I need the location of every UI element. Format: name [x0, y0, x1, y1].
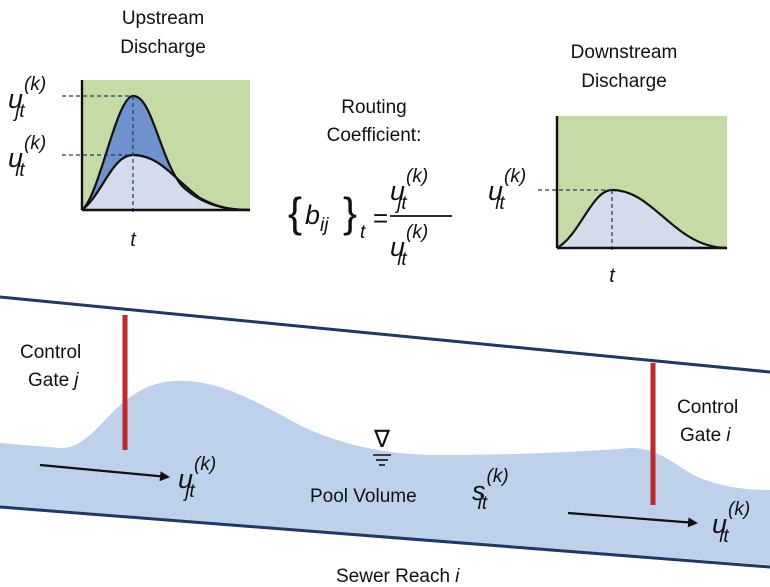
upstream-it-curve — [81, 153, 251, 212]
downstream-hydrograph: Downstream Discharge t u(k)it — [488, 42, 728, 287]
downstream-title-line2: Discharge — [581, 71, 667, 92]
routing-lhs-close-brace: } — [343, 189, 357, 236]
routing-lhs-outer-sub: t — [360, 222, 366, 243]
downstream-hydrograph-fill — [557, 190, 727, 248]
pool-volume-label: Pool Volume — [310, 486, 417, 507]
routing-numerator: u(k)jt — [390, 166, 428, 214]
upstream-t-label: t — [130, 229, 137, 251]
routing-lhs: bij — [305, 200, 329, 236]
routing-label-line2: Coefficient: — [327, 125, 422, 146]
routing-denominator: u(k)it — [390, 222, 428, 270]
upstream-it-hydrograph-fill — [82, 155, 250, 210]
inflow-arrow — [39, 463, 170, 482]
upstream-u-it-label: u(k)it — [8, 133, 46, 181]
downstream-title-line1: Downstream — [571, 42, 678, 63]
routing-label-line1: Routing — [341, 97, 407, 118]
water-level-icon: ∇ — [373, 426, 391, 453]
gate-j-label-line1: Control — [20, 342, 81, 363]
outflow-label: u(k)it — [712, 499, 750, 547]
downstream-curve — [556, 188, 728, 250]
upstream-title-line1: Upstream — [122, 8, 204, 29]
upstream-hydrograph: Upstream Discharge t u(k)jt u(k)it — [8, 8, 251, 251]
water-body — [0, 380, 770, 565]
routing-equals: = — [373, 203, 388, 233]
upstream-title-line2: Discharge — [120, 37, 206, 58]
outflow-arrow — [567, 511, 698, 528]
downstream-u-it-label: u(k)it — [488, 166, 526, 214]
sewer-pipe-top — [0, 295, 770, 374]
sewer-pipe-bottom — [0, 505, 770, 569]
routing-lhs-open-brace: { — [288, 189, 302, 236]
inflow-label: u(k)jt — [178, 454, 216, 502]
upstream-u-jt-label: u(k)jt — [8, 74, 46, 122]
storage-label: s(k)it — [472, 466, 509, 514]
downstream-t-label: t — [609, 265, 616, 287]
routing-coefficient: Routing Coefficient: { bij } t = u(k)jt … — [288, 97, 452, 270]
gate-i-label-line1: Control — [677, 397, 738, 418]
